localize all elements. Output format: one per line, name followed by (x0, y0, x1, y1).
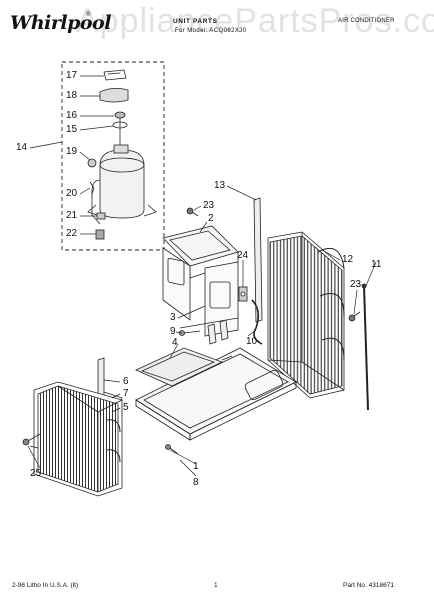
callout-8: 8 (193, 477, 199, 488)
callout-20: 20 (66, 188, 78, 199)
part-23-screw-top (186, 207, 199, 217)
footer-part-number: Part No. 4318671 (343, 582, 394, 589)
part-17-bracket (103, 69, 127, 81)
part-12-condenser-coil (267, 231, 345, 399)
callout-11: 11 (371, 259, 382, 270)
callout-14: 14 (16, 142, 28, 153)
part-18-cover (99, 88, 129, 103)
part-20-tube (89, 181, 95, 195)
part-1-base-pan (135, 347, 297, 441)
part-22-foot (95, 229, 105, 240)
part-1-screw (165, 444, 179, 455)
page-title: UNIT PARTS (173, 18, 218, 25)
callout-7: 7 (123, 388, 129, 399)
part-13-rail (253, 197, 263, 323)
part-10-tubing (251, 299, 263, 345)
callout-16: 16 (66, 110, 78, 121)
callout-22: 22 (66, 228, 78, 239)
callout-4: 4 (172, 337, 178, 348)
part-21-mount (96, 212, 106, 220)
brand-logo: Whirlpool (10, 12, 111, 34)
callout-3: 3 (170, 312, 176, 323)
footer-page-number: 1 (214, 582, 218, 589)
callout-12: 12 (342, 254, 354, 265)
callout-23-top: 23 (203, 200, 215, 211)
callout-2: 2 (208, 213, 214, 224)
compressor (87, 144, 157, 225)
callout-13: 13 (214, 180, 226, 191)
model-subtitle: For Model: ACQ062XJ0 (175, 28, 247, 34)
part-16-grommet (114, 111, 126, 119)
callout-24: 24 (237, 250, 249, 261)
callout-19: 19 (66, 146, 78, 157)
footer-litho-note: 2-96 Litho In U.S.A. (lt) (12, 582, 79, 589)
callout-6: 6 (123, 376, 129, 387)
part-9-screw (179, 330, 201, 336)
callout-10: 10 (246, 336, 258, 347)
watermark: AppliancePartsPros.com (76, 2, 434, 40)
part-11-support-rod (363, 285, 369, 411)
callout-17: 17 (66, 70, 78, 81)
part-5-evaporator-coil (33, 381, 123, 497)
part-4-drain-tray (135, 347, 224, 387)
callout-25: 25 (30, 468, 42, 479)
callout-9: 9 (170, 326, 176, 337)
callout-23-side: 23 (350, 279, 362, 290)
product-category: AIR CONDITIONER (338, 18, 395, 24)
brand-registered-mark: ® (86, 12, 91, 18)
leader-lines (27, 75, 377, 477)
part-3-side-panels (162, 247, 239, 337)
part-9-bracket (207, 319, 229, 345)
callout-18: 18 (66, 90, 78, 101)
callout-15: 15 (66, 124, 78, 135)
part-19-fitting (87, 158, 97, 168)
callout-1: 1 (193, 461, 199, 472)
callout-5: 5 (123, 402, 129, 413)
callout-21: 21 (66, 210, 78, 221)
part-25-thermistor (22, 433, 41, 449)
part-23-screw-side (348, 311, 361, 322)
